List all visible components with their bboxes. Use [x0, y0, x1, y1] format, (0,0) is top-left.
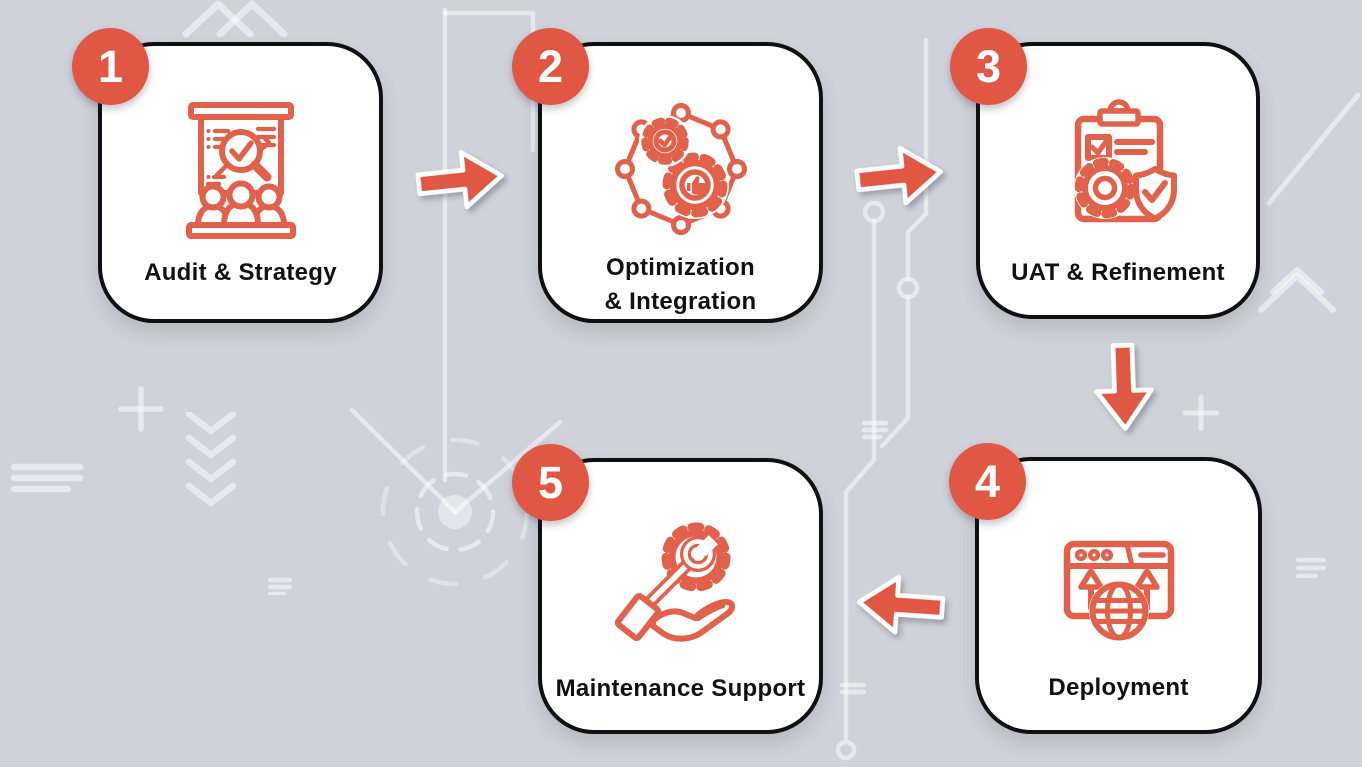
arrow-step4-to-step5 — [850, 567, 950, 648]
step-number-badge: 5 — [512, 444, 589, 521]
hand-holding-gear-wrench-icon — [601, 502, 761, 668]
step-card-uat-refinement: 3 UAT & Refinement — [950, 28, 1260, 319]
step-number-badge: 1 — [72, 28, 149, 105]
background-circuit-trace-center-decoration — [835, 37, 929, 761]
background-plus-small-decoration — [1183, 395, 1219, 431]
step-label: UAT & Refinement — [1011, 259, 1225, 286]
arrow-step3-to-step4 — [1087, 337, 1161, 442]
background-chevrons-topleft-decoration — [182, 0, 288, 38]
step-number: 2 — [537, 40, 564, 92]
step-card-deployment: 4 Deployment — [949, 443, 1262, 734]
step-number-badge: 4 — [949, 443, 1026, 520]
connected-gears-icon — [601, 86, 761, 247]
background-equals-small-decoration — [862, 420, 888, 440]
background-equals-small-decoration — [1296, 557, 1326, 578]
step-number-badge: 3 — [950, 28, 1027, 105]
step-card-maintenance-support: 5 Maintenance Support — [512, 444, 823, 734]
background-chevrons-right-decoration — [1258, 267, 1336, 313]
background-equals-small-decoration — [840, 682, 866, 695]
step-label-line1: Optimization — [606, 254, 755, 281]
step-label: Deployment — [1048, 674, 1189, 701]
step-label: Maintenance Support — [555, 675, 806, 702]
step-number: 5 — [537, 456, 564, 508]
background-diagonal-topright-decoration — [1266, 92, 1361, 206]
step-number-badge: 2 — [512, 28, 589, 105]
arrow-step1-to-step2 — [409, 140, 511, 225]
step-label: Audit & Strategy — [144, 259, 337, 286]
background-chevron-stack-decoration — [185, 412, 237, 507]
background-plus-decoration — [118, 386, 164, 432]
step-number: 3 — [975, 40, 1002, 92]
clipboard-gear-shield-icon — [1038, 86, 1198, 252]
step-number: 1 — [97, 40, 124, 92]
step-label-line2: & Integration — [604, 288, 757, 315]
browser-launch-globe-icon — [1039, 501, 1199, 667]
step-label: Optimization & Integration — [605, 251, 757, 319]
step-card-audit-strategy: 1 — [72, 28, 383, 323]
arrow-step2-to-step3 — [848, 136, 950, 221]
step-card-optimization-integration: 2 — [512, 28, 823, 323]
background-triple-lines-decoration — [10, 463, 84, 493]
background-equals-small-decoration — [268, 577, 292, 595]
presentation-analysis-icon — [161, 86, 321, 252]
step-number: 4 — [974, 455, 1001, 507]
